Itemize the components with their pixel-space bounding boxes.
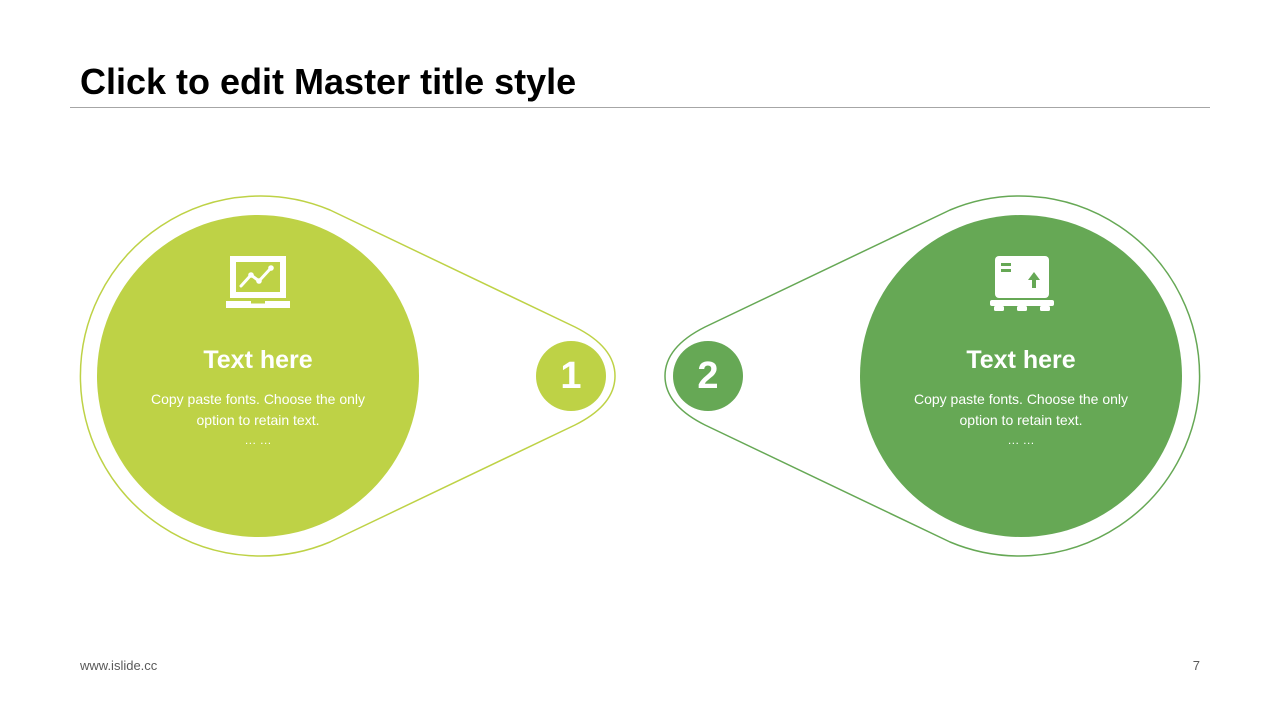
footer-url: www.islide.cc xyxy=(80,658,158,673)
item-1-ellipsis: … … xyxy=(244,433,272,447)
item-1-body-line-1: Copy paste fonts. Choose the only xyxy=(150,391,366,407)
page-number: 7 xyxy=(1192,658,1200,673)
item-1-teardrop-outline xyxy=(79,195,616,557)
item-2-body-line-1: Copy paste fonts. Choose the only xyxy=(913,391,1129,407)
item-2-body-line-2: option to retain text. xyxy=(959,412,1083,428)
item-2-heading: Text here xyxy=(966,346,1076,374)
item-2-circle xyxy=(860,215,1182,537)
item-1-text: Text here Copy paste fonts. Choose the o… xyxy=(128,345,388,447)
item-2-number-circle xyxy=(673,341,743,411)
item-2-body: Copy paste fonts. Choose the only option… xyxy=(891,389,1151,431)
item-1-number-circle xyxy=(536,341,606,411)
item-1-number: 1 xyxy=(560,355,582,397)
title-divider xyxy=(70,107,1210,108)
item-2-number: 2 xyxy=(697,355,719,397)
item-1-body: Copy paste fonts. Choose the only option… xyxy=(128,389,388,431)
item-2-teardrop-outline xyxy=(664,195,1201,557)
item-1-circle xyxy=(97,215,419,537)
slide-title: Click to edit Master title style xyxy=(80,61,577,102)
item-1-heading: Text here xyxy=(203,346,313,374)
item-1-body-line-2: option to retain text. xyxy=(196,412,320,428)
item-2-text: Text here Copy paste fonts. Choose the o… xyxy=(891,345,1151,447)
item-2-ellipsis: … … xyxy=(1007,433,1035,447)
laptop-chart-icon xyxy=(226,256,290,308)
box-upload-icon xyxy=(990,256,1054,311)
